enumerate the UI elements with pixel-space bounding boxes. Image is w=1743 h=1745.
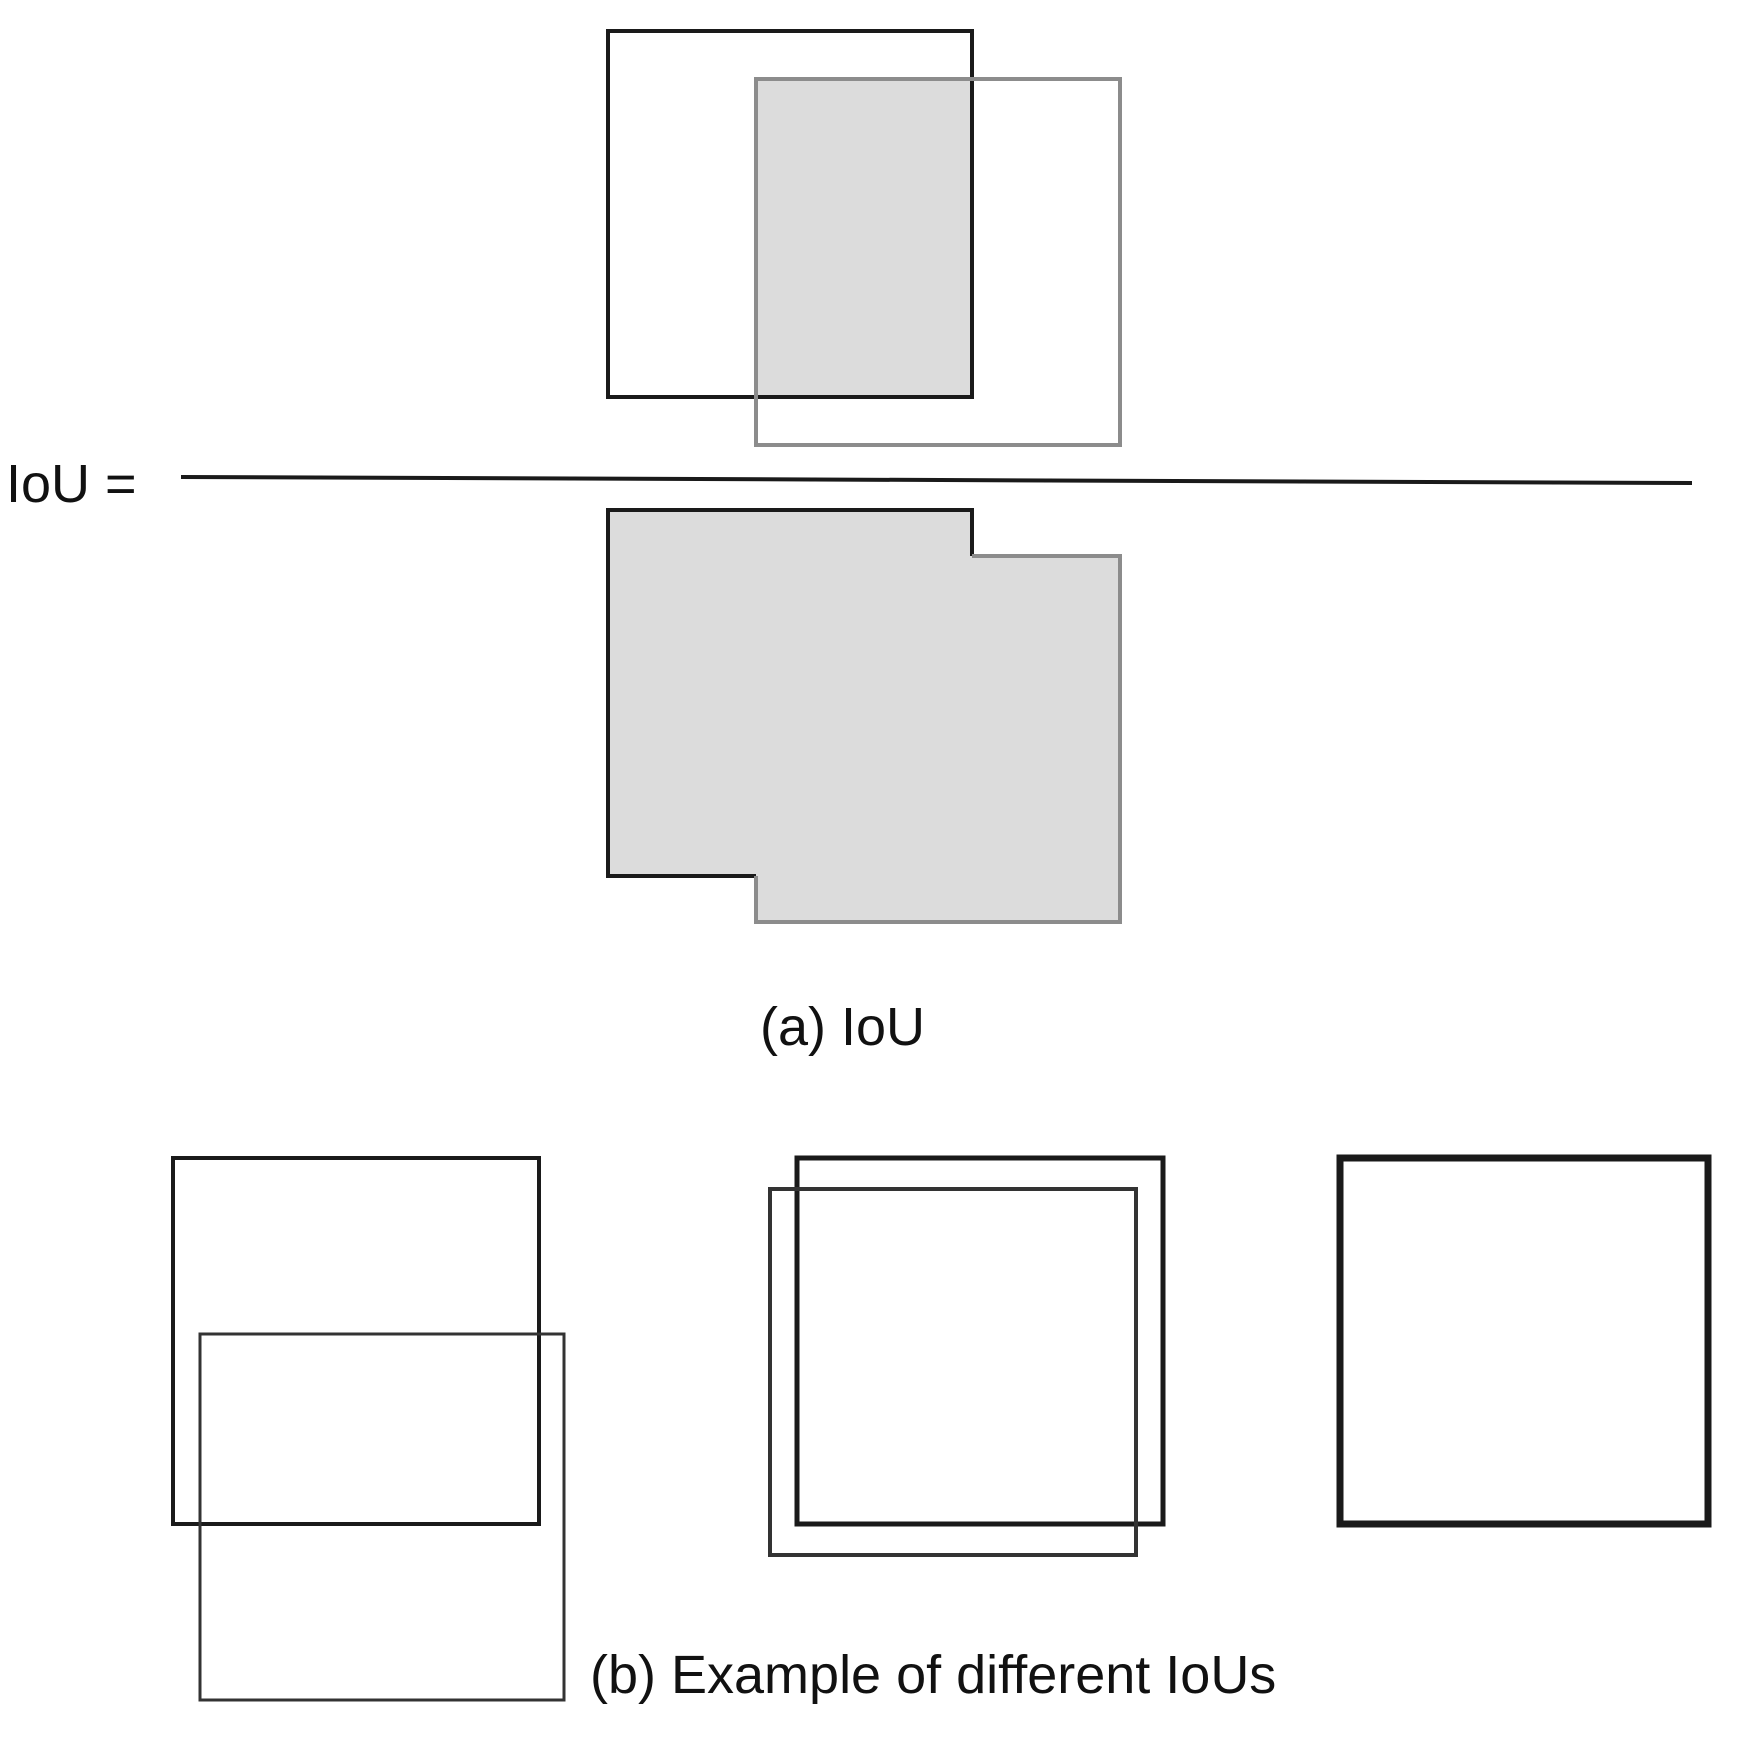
fraction-bar bbox=[180, 475, 1693, 485]
example-perfect-iou bbox=[1336, 1154, 1712, 1528]
example-low-iou bbox=[171, 1156, 566, 1702]
union-outline-light bbox=[754, 554, 1122, 924]
iou-formula-label: IoU = bbox=[6, 454, 137, 514]
caption-b: (b) Example of different IoUs bbox=[590, 1645, 1277, 1705]
ground-truth-box-top bbox=[606, 29, 974, 399]
example-high-box-a bbox=[794, 1155, 1166, 1527]
example-high-box-b bbox=[768, 1187, 1138, 1557]
intersection-fill bbox=[756, 79, 972, 397]
predicted-box-top bbox=[754, 77, 1122, 447]
example-low-box-b bbox=[198, 1332, 566, 1702]
numerator-intersection bbox=[606, 29, 1122, 447]
union-outline-dark bbox=[606, 508, 974, 878]
caption-a: (a) IoU bbox=[760, 997, 926, 1057]
denominator-union bbox=[606, 508, 1122, 924]
example-perfect-box bbox=[1336, 1154, 1712, 1528]
example-high-iou bbox=[768, 1155, 1166, 1557]
example-low-box-a bbox=[171, 1156, 541, 1526]
union-fill bbox=[608, 510, 1120, 922]
